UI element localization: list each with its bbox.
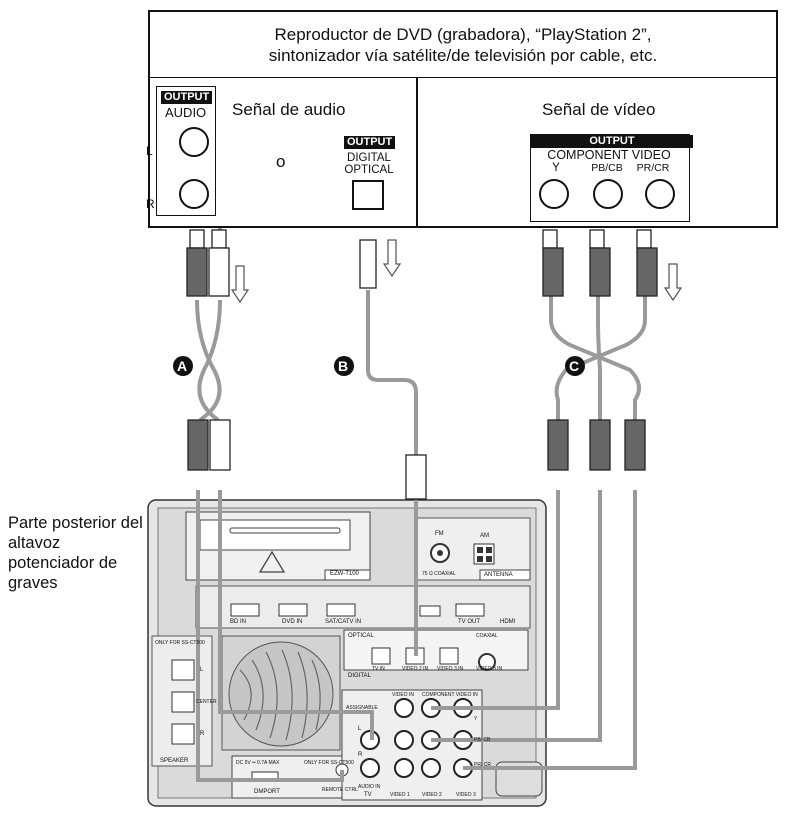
speaker-r-label: R [200,731,205,737]
marker-c: C [569,358,580,374]
optical-label: OPTICAL [344,164,394,176]
optical-jack [352,180,384,210]
title-line-1: Reproductor de DVD (grabadora), “PlaySta… [274,24,652,44]
speaker-group-label: SPEAKER [160,758,189,764]
marker-b: B [338,358,349,374]
hdmi-in-2: DVD IN [282,619,303,625]
jack-l-label: L [358,726,362,732]
tv-out: TV OUT [458,619,480,625]
output-badge: OUTPUT [161,91,213,104]
dc-label: DC 5V ═ 0.7A MAX [236,760,280,766]
comp-y-label: Y [474,716,478,722]
coaxial-in-label: COAXIAL [476,633,498,639]
cable-markers [173,356,585,376]
component-in-label: COMPONENT VIDEO IN [422,692,478,698]
pb-jack [593,179,623,209]
subwoofer-label: Parte posterior del altavoz potenciador … [8,514,143,592]
only-for-label: ONLY FOR SS-CT500 [155,640,205,646]
dmport-label: DMPORT [254,789,280,795]
comp-pr-label: PR/ CR [474,762,491,768]
pr-label: PR/CR [636,162,670,174]
jack-r-label: R [358,752,363,758]
component-cable [431,290,647,770]
digital-label: DIGITAL [347,152,391,164]
digital-label: DIGITAL [348,673,371,679]
group-video3: VIDEO 3 [456,792,476,798]
optical-group-label: OPTICAL [348,633,374,639]
group-video1: VIDEO 1 [390,792,410,798]
hdmi-in-1: BD IN [230,619,247,625]
hdmi-label: HDMI [500,619,516,625]
group-tv: TV [364,792,372,798]
module-label: EZW-T100 [330,571,359,577]
group-video2: VIDEO 2 [422,792,442,798]
video-output-badge: OUTPUT [531,135,693,148]
title-line-2: sintonizador vía satélite/de televisión … [268,45,658,65]
right-label: R [146,197,155,211]
component-output-panel: OUTPUT COMPONENT VIDEO Y PB/CB PR/CR [530,134,693,222]
pb-label: PB/CB [591,162,623,174]
antenna-label: ANTENNA [484,572,513,578]
audio-label: AUDIO [165,105,207,120]
or-label: o [276,152,286,171]
audio-output-panel: OUTPUT AUDIO [156,86,216,216]
digital-output-badge: OUTPUT [344,136,396,149]
y-label: Y [552,162,560,174]
component-video-label: COMPONENT VIDEO [547,148,671,162]
optical-in-1: TV IN [372,666,385,672]
direction-arrows [230,239,683,304]
hdmi-in-3: SAT/CATV IN [325,619,362,625]
y-jack [539,179,569,209]
subwoofer-panel [147,499,547,807]
video-in-label: VIDEO IN [392,692,414,698]
audio-heading: Señal de audio [232,100,346,119]
video3-in-label: VIDEO 3 IN [476,666,503,672]
audio-r-jack [179,179,209,209]
source-device-box: Reproductor de DVD (grabadora), “PlaySta… [146,10,778,228]
only-for-small: ONLY FOR SS-CT500 [304,760,354,766]
optical-in-2: VIDEO 2 IN [402,666,429,672]
audio-l-jack [179,127,209,157]
source-device-title: Reproductor de DVD (grabadora), “PlaySta… [150,12,776,78]
pr-jack [645,179,675,209]
speaker-center-label: CENTER [196,699,217,705]
rca-plugs [186,229,658,500]
comp-pb-label: PB/ CB [474,737,491,743]
optical-cable [366,290,418,656]
fm-label: FM [435,531,444,537]
optical-in-3: VIDEO 3 IN [437,666,464,672]
left-label: L [146,144,153,158]
am-label: AM [480,533,489,539]
marker-a: A [177,358,188,374]
audio-in-label: AUDIO IN [358,784,381,790]
coaxial-label: 75 Ω COAXIAL [422,571,456,577]
section-divider [416,78,418,226]
speaker-l-label: L [200,667,204,673]
remote-ctrl-label: REMOTE CTRL [322,787,358,793]
assignable-label: ASSIGNABLE [346,705,378,711]
digital-optical-output: OUTPUT DIGITAL OPTICAL [340,136,398,216]
video-heading: Señal de vídeo [542,100,656,119]
